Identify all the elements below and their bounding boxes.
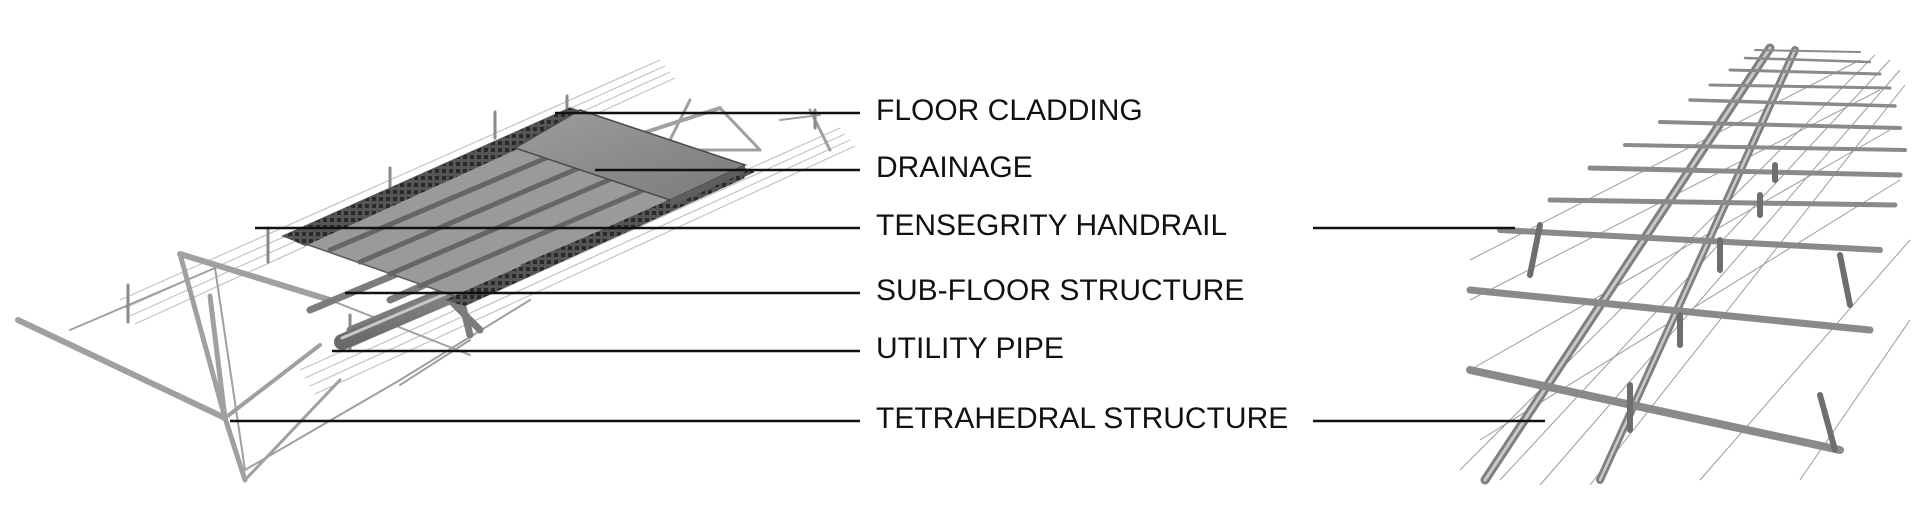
- perspective-cross-members: [1466, 49, 1907, 454]
- floor-grating-left: [283, 108, 590, 246]
- perspective-posts: [1527, 162, 1853, 453]
- label-floor-cladding: FLOOR CLADDING: [876, 94, 1143, 127]
- label-utility-pipe: UTILITY PIPE: [876, 332, 1064, 365]
- exploded-axonometric-drawing: [15, 59, 856, 483]
- tetrahedral-frame: [15, 98, 832, 483]
- label-drainage: DRAINAGE: [876, 151, 1033, 184]
- component-labels: FLOOR CLADDING DRAINAGE TENSEGRITY HANDR…: [876, 94, 1288, 435]
- label-tetrahedral-structure: TETRAHEDRAL STRUCTURE: [876, 402, 1288, 435]
- label-sub-floor-structure: SUB-FLOOR STRUCTURE: [876, 274, 1244, 307]
- leader-lines: [230, 111, 1545, 423]
- label-tensegrity-handrail: TENSEGRITY HANDRAIL: [876, 209, 1227, 242]
- floor-cladding-panel-edge: [670, 165, 745, 207]
- walkway-perspective-drawing: [1459, 43, 1911, 486]
